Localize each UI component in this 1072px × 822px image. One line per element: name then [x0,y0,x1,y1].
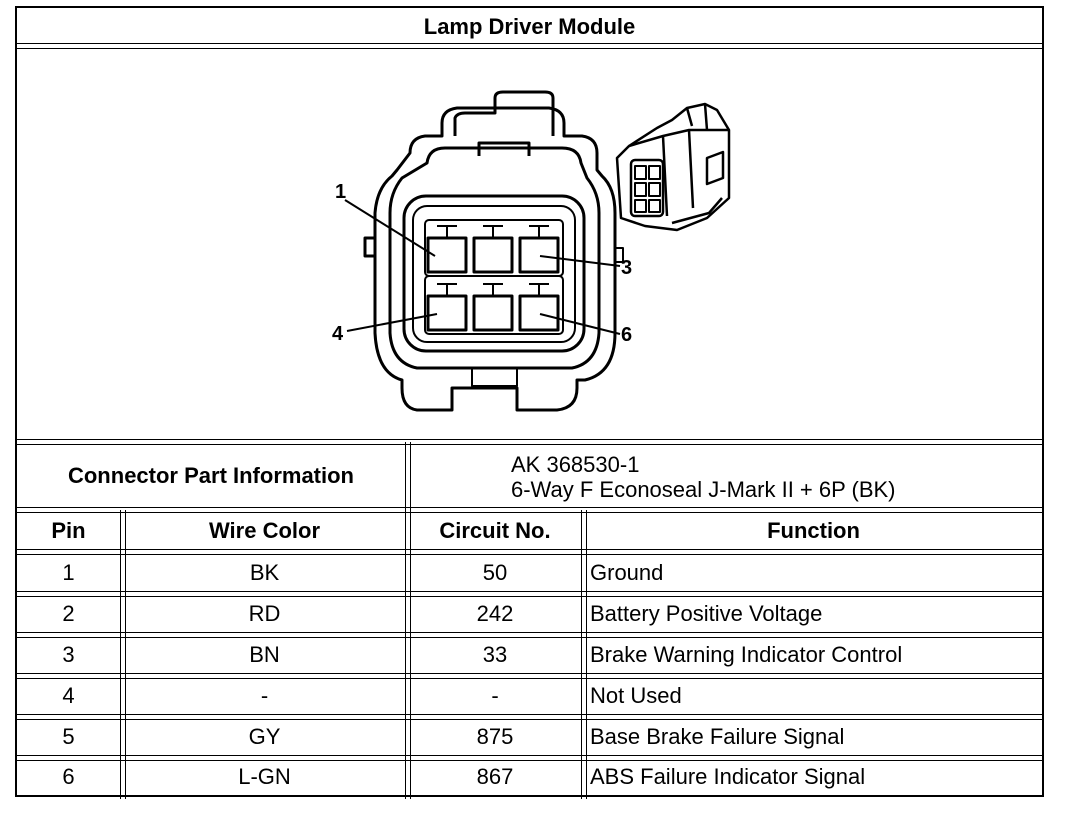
divider [17,439,1042,445]
connector-face-drawing: 1 3 4 6 [332,90,731,412]
terminal-5 [472,294,514,332]
divider [17,591,1042,597]
divider [120,510,126,799]
table-cell-function: Battery Positive Voltage [590,600,823,626]
connector-outer-shell [373,106,617,412]
leader-pin-6 [539,313,621,335]
table-cell-wire-color: BK [249,559,280,585]
table-cell-pin: 5 [62,723,75,749]
table-cell-wire-color: RD [248,600,281,626]
table-cell-circuit: - [491,682,499,708]
connector-3d-view [615,102,731,232]
divider [17,43,1042,49]
part-info-label: Connector Part Information [67,462,354,488]
table-cell-pin: 6 [62,764,75,789]
table-cell-wire-color: - [260,682,269,708]
table-cell-function: Ground [590,559,664,585]
part-number: AK 368530-1 [511,452,640,477]
divider [405,442,411,510]
divider [17,755,1042,761]
table-cell-circuit: 33 [482,641,508,667]
pin-callout-1: 1 [335,181,346,203]
terminal-6 [518,294,560,332]
divider [581,510,587,799]
table-cell-pin: 3 [62,641,75,667]
connector-inner-shell [388,146,601,370]
divider [17,714,1042,720]
table-cell-function: ABS Failure Indicator Signal [590,764,866,789]
page-title: Lamp Driver Module [423,13,636,39]
leader-pin-1 [344,199,436,257]
table-cell-circuit: 867 [476,764,514,789]
table-cell-wire-color: BN [249,641,280,667]
connector-diagram: 1 3 4 6 [17,48,1042,440]
divider [17,507,1042,513]
divider [17,673,1042,679]
table-cell-wire-color: L-GN [238,764,291,789]
table-cell-wire-color: GY [248,723,281,749]
table-cell-function: Brake Warning Indicator Control [590,641,903,667]
table-cell-function: Base Brake Failure Signal [590,723,845,749]
header-function: Function [767,517,860,543]
part-description: 6-Way F Econoseal J-Mark II + 6P (BK) [511,477,896,502]
table-cell-circuit: 242 [476,600,514,626]
divider [17,632,1042,638]
terminal-2 [472,236,514,274]
table-cell-pin: 4 [62,682,75,708]
part-info-value: AK 368530-1 6-Way F Econoseal J-Mark II … [511,452,896,502]
pin-callout-4: 4 [332,323,344,345]
leader-pin-4 [346,313,438,332]
leader-pin-3 [539,255,621,267]
header-circuit-no: Circuit No. [439,517,551,543]
divider [405,510,411,799]
connector-sheet: Lamp Driver Module [15,6,1044,799]
connector-latch [453,90,555,136]
terminal-3 [518,236,560,274]
table-cell-function: Not Used [590,682,682,708]
header-pin: Pin [51,517,86,543]
table-cell-circuit: 875 [476,723,514,749]
table-cell-pin: 2 [62,600,75,626]
table-cell-pin: 1 [62,559,75,585]
pin-callout-6: 6 [621,324,632,346]
pin-callout-3: 3 [621,257,632,279]
terminal-4 [426,294,468,332]
divider [17,549,1042,555]
table-cell-circuit: 50 [482,559,508,585]
header-wire-color: Wire Color [208,517,321,543]
connector-cavity [402,194,586,353]
